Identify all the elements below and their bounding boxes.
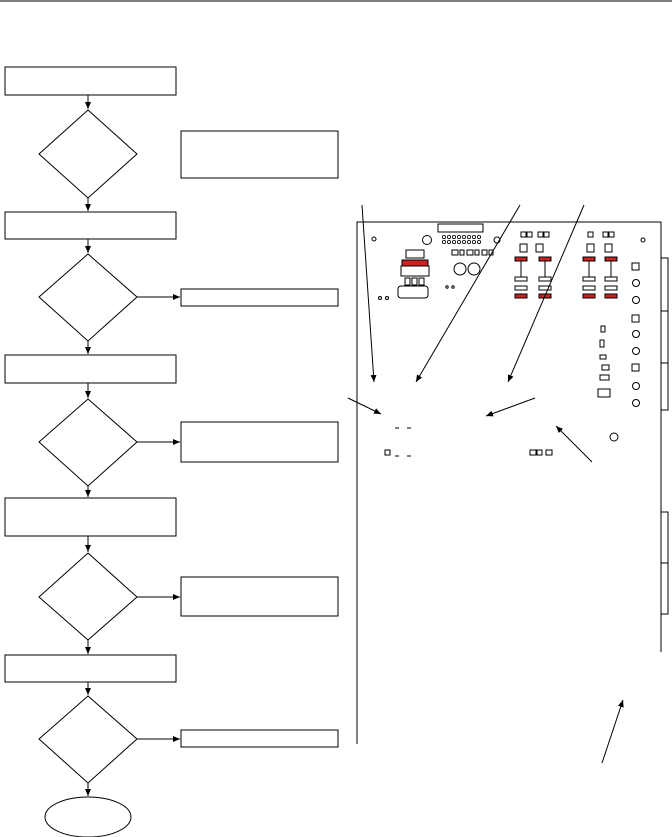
side-note-1 (180, 130, 339, 179)
circuit-board (356, 221, 669, 744)
callout-arrow-5 (485, 397, 536, 417)
mount-hole (371, 236, 377, 242)
edge-connector-top (660, 257, 669, 411)
decision-diamond-4 (38, 552, 138, 641)
decision-diamond-2 (38, 253, 138, 342)
component-round (453, 262, 467, 276)
process-box-3 (4, 354, 177, 384)
component-ic (405, 249, 425, 259)
board-outline (356, 221, 662, 744)
component-round (467, 262, 481, 276)
mount-hole (640, 237, 646, 243)
decision-diamond-1 (38, 109, 138, 199)
pin-row (441, 234, 481, 244)
side-note-5 (180, 729, 339, 748)
callout-arrow-3 (507, 204, 585, 383)
decision-diamond-3 (38, 398, 138, 487)
callout-arrow-1 (361, 204, 377, 383)
process-box-5 (4, 654, 177, 683)
process-box-4 (4, 497, 177, 537)
process-box-2 (4, 211, 177, 240)
callout-arrows (347, 204, 624, 764)
side-note-4 (180, 576, 339, 617)
callout-arrow-2 (415, 204, 521, 383)
header-connector (437, 223, 484, 233)
process-box-1 (4, 66, 177, 96)
callout-arrow-6 (555, 425, 593, 463)
callout-arrow-4 (347, 397, 382, 415)
component-ic (400, 265, 430, 277)
component-heatsink (401, 259, 429, 267)
decision-diamond-5 (38, 695, 138, 784)
component-capacitor (397, 285, 429, 299)
side-note-3 (180, 421, 339, 463)
callout-arrow-7 (601, 699, 624, 764)
component-round (422, 235, 432, 245)
side-note-2 (180, 288, 339, 307)
terminal-end (44, 796, 132, 837)
flowchart (4, 66, 339, 837)
